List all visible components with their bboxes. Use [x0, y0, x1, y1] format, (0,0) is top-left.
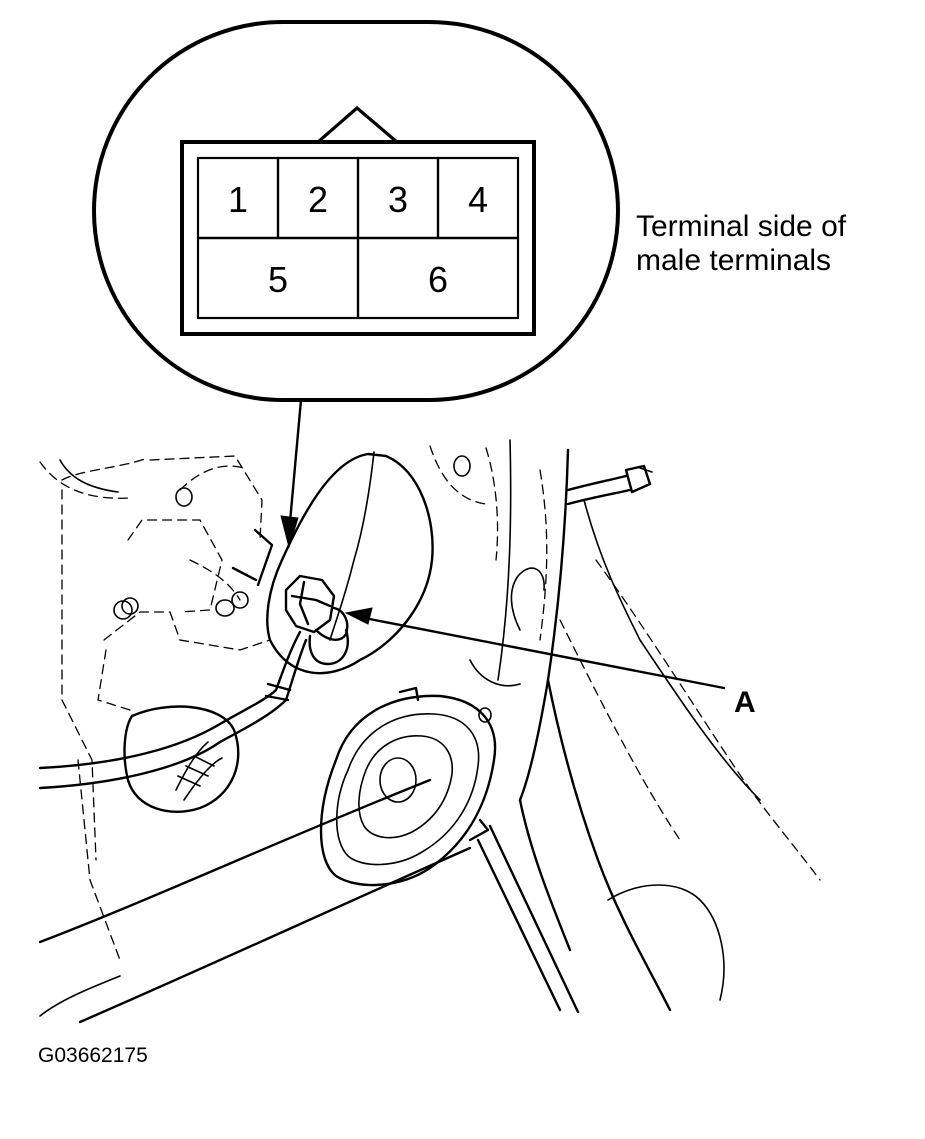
detail-pointer-arrow	[280, 398, 303, 549]
connector-lock-tab	[316, 105, 399, 144]
terminal-number: 1	[228, 179, 248, 220]
terminal-number: 5	[268, 259, 288, 300]
figure-id: G03662175	[38, 1044, 148, 1067]
terminal-number: 6	[428, 259, 448, 300]
speaker	[319, 686, 497, 887]
view-caption-line-2: male terminals	[636, 244, 831, 277]
connector-a	[284, 574, 349, 666]
callout-a-leader	[344, 607, 726, 690]
terminal-number: 4	[468, 179, 488, 220]
door-panel-illustration	[38, 439, 821, 1024]
terminal-number: 2	[308, 179, 328, 220]
terminal-number: 3	[388, 179, 408, 220]
view-caption-line-1: Terminal side of	[636, 210, 847, 243]
connector-detail-bubble: 1 2 3 4 5 6	[92, 20, 620, 402]
callout-label-a: A	[734, 686, 756, 719]
